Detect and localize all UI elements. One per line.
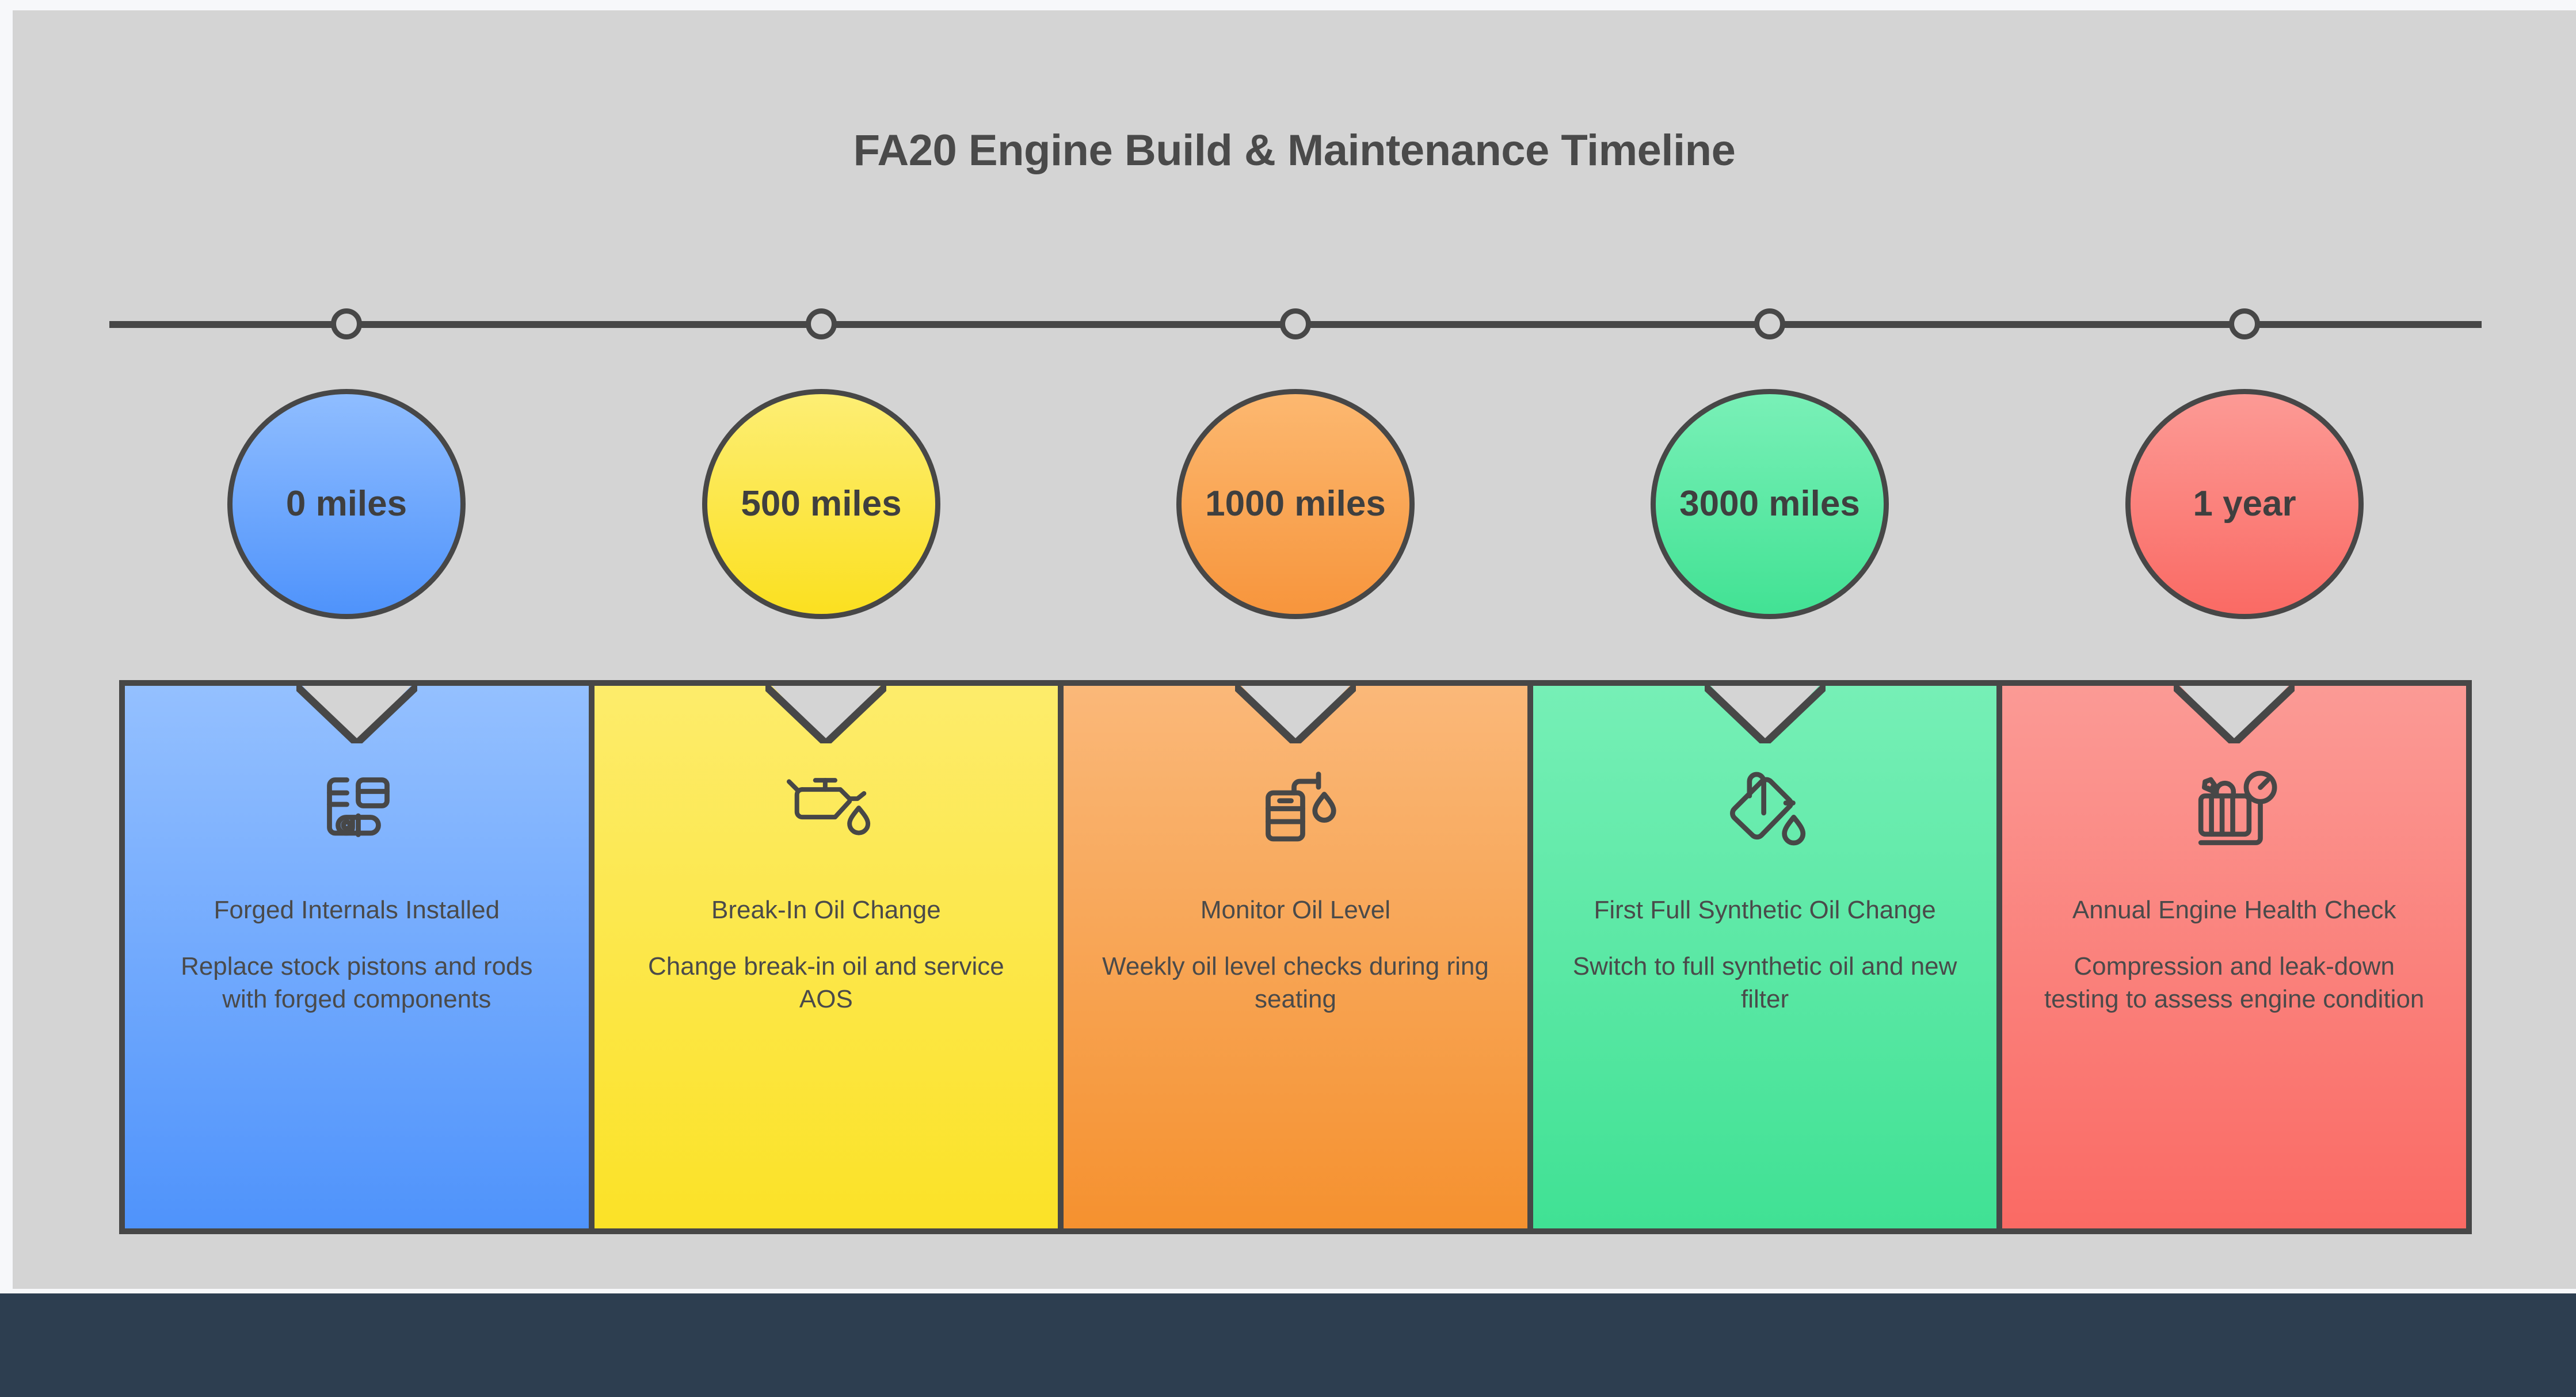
axis-tick [1754, 308, 1785, 339]
milestone-label: 0 miles [285, 484, 407, 524]
card-notch-outline [1705, 680, 1826, 743]
milestone-circle[interactable]: 500 miles [702, 389, 940, 619]
milestone-label: 3000 miles [1679, 484, 1860, 524]
compression-tester-icon [2185, 764, 2283, 850]
timeline-canvas: FA20 Engine Build & Maintenance Timeline… [13, 10, 2576, 1289]
axis-tick [2229, 308, 2260, 339]
card-description: Switch to full synthetic oil and new fil… [1572, 952, 1957, 1013]
card-description: Weekly oil level checks during ring seat… [1102, 952, 1489, 1013]
oil-barrel-drop-icon [1247, 764, 1344, 850]
axis-tick [331, 308, 362, 339]
oil-can-icon [777, 764, 875, 850]
card-title: Forged Internals Installed [214, 896, 500, 924]
card-description: Replace stock pistons and rods with forg… [181, 952, 533, 1013]
card-title: First Full Synthetic Oil Change [1594, 896, 1936, 924]
milestone-label: 500 miles [741, 484, 902, 524]
oil-pour-bucket-icon [1716, 764, 1814, 850]
milestone-circle[interactable]: 1 year [2125, 389, 2364, 619]
card-title: Break-In Oil Change [711, 896, 941, 924]
card-title: Annual Engine Health Check [2072, 896, 2396, 924]
card-description: Change break-in oil and service AOS [647, 952, 1004, 1013]
milestone-label: 1000 miles [1205, 484, 1386, 524]
card-notch-outline [765, 680, 886, 743]
card-notch-outline [2174, 680, 2295, 743]
milestone-circle[interactable]: 3000 miles [1651, 389, 1889, 619]
milestone-circle[interactable]: 1000 miles [1176, 389, 1415, 619]
milestone-label: 1 year [2193, 484, 2296, 524]
axis-tick [806, 308, 837, 339]
card-notch-outline [296, 680, 417, 743]
footer-bar [0, 1293, 2576, 1397]
card-notch-outline [1235, 680, 1356, 743]
card-description: Compression and leak-down testing to ass… [2044, 952, 2425, 1013]
card-title: Monitor Oil Level [1200, 896, 1391, 924]
milestone-circle[interactable]: 0 miles [227, 389, 466, 619]
piston-rod-icon [308, 764, 406, 850]
page-title: FA20 Engine Build & Maintenance Timeline [853, 126, 1736, 175]
axis-tick [1280, 308, 1311, 339]
timeline-axis [109, 308, 2482, 339]
